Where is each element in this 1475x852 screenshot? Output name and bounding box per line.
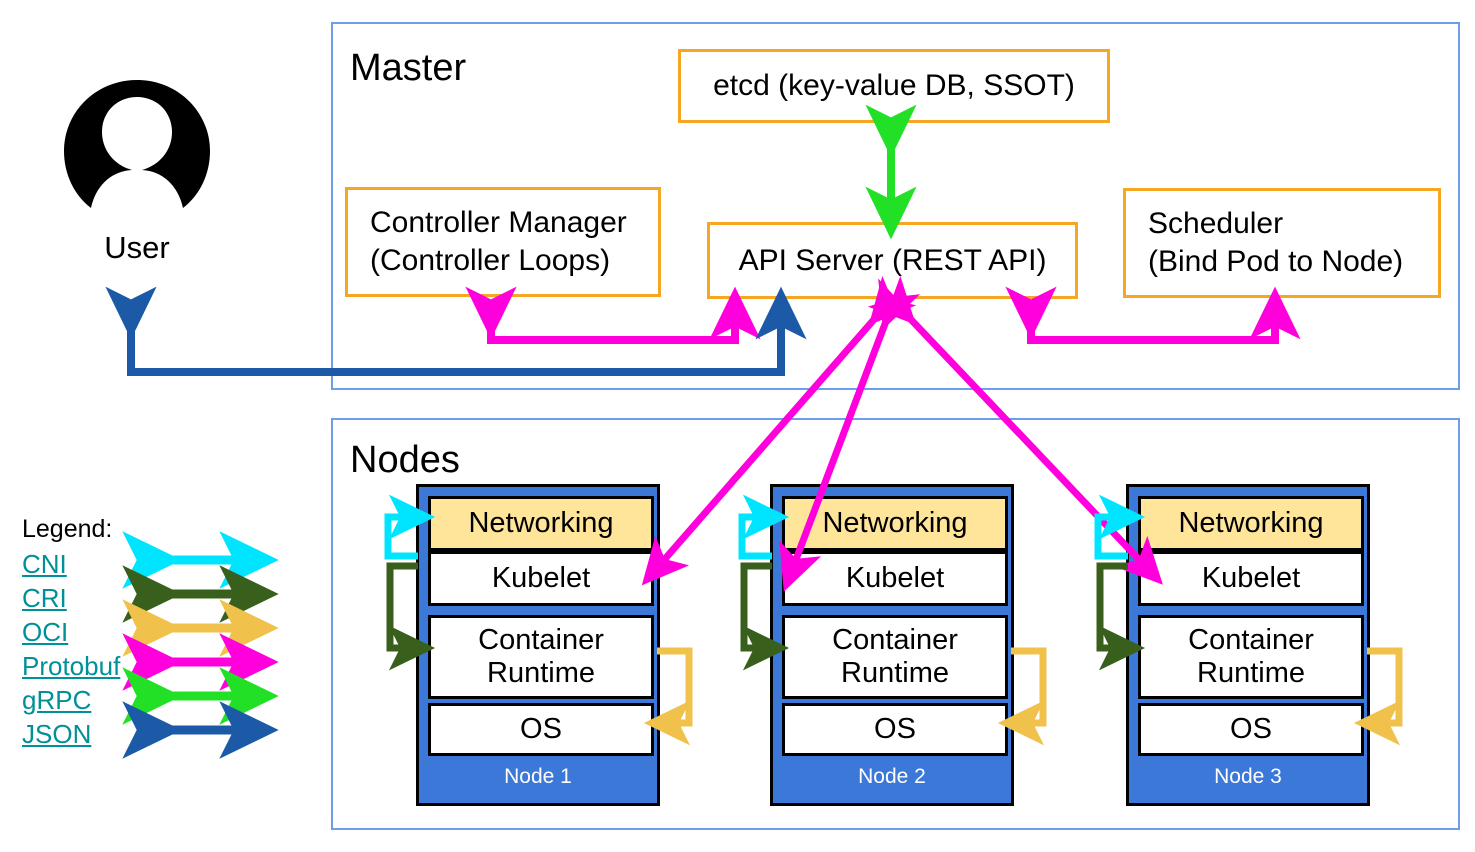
node-1-os-layer[interactable]: OS [428,703,654,756]
master-group-title: Master [350,47,467,89]
legend-item-grpc[interactable]: gRPC [22,685,92,715]
node-1-name: Node 1 [504,765,572,788]
node-1-kubelet-label: Kubelet [491,562,591,594]
node-2-kubelet-layer[interactable]: Kubelet [782,551,1008,606]
node-2-name: Node 2 [858,765,926,788]
node-1-kubelet-layer[interactable]: Kubelet [428,551,654,606]
node-3-kubelet-label: Kubelet [1201,562,1301,594]
node-3-container-runtime-label: Container Runtime [1188,624,1314,689]
etcd-box[interactable]: etcd (key-value DB, SSOT) [678,49,1110,123]
controller-manager-label: Controller Manager (Controller Loops) [370,206,627,277]
nodes-group-title: Nodes [350,439,460,481]
node-3-os-label: OS [1230,713,1272,745]
legend-item-json[interactable]: JSON [22,719,92,749]
node-1-container-runtime-label: Container Runtime [478,624,604,689]
node-1-container-runtime-layer[interactable]: Container Runtime [428,615,654,699]
etcd-label: etcd (key-value DB, SSOT) [713,69,1075,102]
api-server-label: API Server (REST API) [738,243,1047,277]
node-3-kubelet-layer[interactable]: Kubelet [1138,551,1364,606]
node-3-container-runtime-layer[interactable]: Container Runtime [1138,615,1364,699]
user-label: User [104,230,170,265]
node-1-os-label: OS [520,713,562,745]
node-1[interactable]: Networking Kubelet Container Runtime OS … [416,484,660,806]
node-2[interactable]: Networking Kubelet Container Runtime OS … [770,484,1014,806]
node-3-name: Node 3 [1214,765,1282,788]
node-2-os-label: OS [874,713,916,745]
node-3-networking-label: Networking [1178,507,1324,539]
legend-title: Legend: [22,515,113,543]
controller-manager-box[interactable]: Controller Manager (Controller Loops) [345,187,661,297]
legend-item-cri[interactable]: CRI [22,583,67,613]
user-figure: User [62,78,212,278]
node-3-networking-layer[interactable]: Networking [1138,496,1364,551]
api-server-box[interactable]: API Server (REST API) [707,222,1078,299]
legend-item-oci[interactable]: OCI [22,617,69,647]
node-2-networking-layer[interactable]: Networking [782,496,1008,551]
node-1-networking-label: Networking [468,507,614,539]
node-2-kubelet-label: Kubelet [845,562,945,594]
node-3[interactable]: Networking Kubelet Container Runtime OS … [1126,484,1370,806]
scheduler-box[interactable]: Scheduler (Bind Pod to Node) [1123,188,1441,298]
node-1-networking-layer[interactable]: Networking [428,496,654,551]
legend-item-cni[interactable]: CNI [22,549,67,579]
node-2-os-layer[interactable]: OS [782,703,1008,756]
node-2-container-runtime-layer[interactable]: Container Runtime [782,615,1008,699]
node-3-os-layer[interactable]: OS [1138,703,1364,756]
node-2-container-runtime-label: Container Runtime [832,624,958,689]
legend-item-protobuf[interactable]: Protobuf [22,651,121,681]
user-avatar-icon [64,80,210,208]
scheduler-label: Scheduler (Bind Pod to Node) [1148,207,1404,278]
node-2-networking-label: Networking [822,507,968,539]
